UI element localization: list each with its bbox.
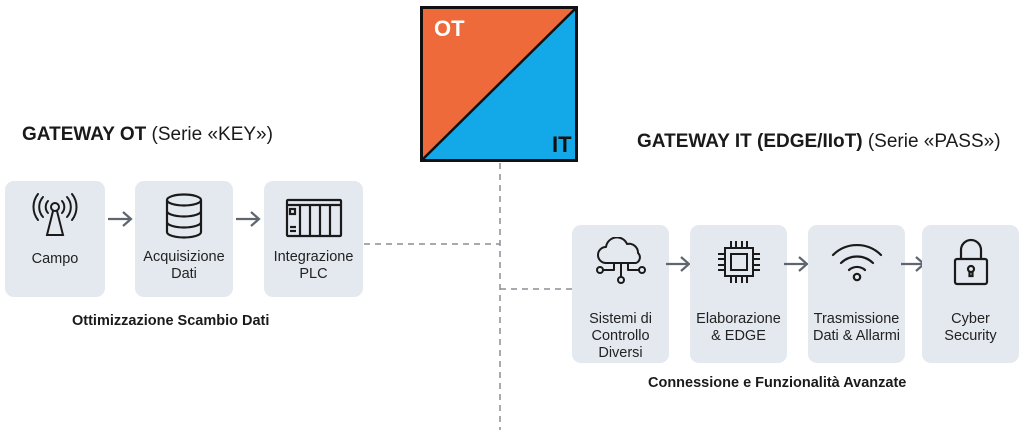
it-step-trasmissione: Trasmissione Dati & Allarmi bbox=[808, 225, 905, 363]
label-line: Dati & Allarmi bbox=[812, 328, 901, 344]
ot-step-acquisizione: Acquisizione Dati bbox=[135, 181, 233, 297]
arrow-right-icon bbox=[235, 210, 261, 228]
step-label: Integrazione PLC bbox=[264, 249, 363, 283]
label-line: PLC bbox=[299, 266, 328, 282]
cloud-network-icon bbox=[594, 237, 648, 285]
ot-label: OT bbox=[434, 16, 465, 41]
step-label: Campo bbox=[31, 251, 79, 267]
wifi-icon bbox=[830, 243, 884, 283]
label-line: Integrazione bbox=[273, 249, 354, 265]
it-label: IT bbox=[552, 132, 572, 157]
label-line: & EDGE bbox=[711, 328, 766, 344]
database-icon bbox=[164, 193, 204, 239]
ot-step-campo: Campo bbox=[5, 181, 105, 297]
gateway-it-name: GATEWAY IT (EDGE/IIoT) bbox=[637, 131, 863, 152]
it-step-sistemi-controllo: Sistemi di Controllo Diversi bbox=[572, 225, 669, 363]
arrow-right-icon bbox=[107, 210, 133, 228]
gateway-ot-title: GATEWAY OT (Serie «KEY») bbox=[22, 124, 273, 146]
ot-step-integrazione-plc: Integrazione PLC bbox=[264, 181, 363, 297]
gateway-it-series: (Serie «PASS») bbox=[867, 131, 1001, 152]
arrow-right-icon bbox=[665, 255, 691, 273]
step-label: Trasmissione Dati & Allarmi bbox=[808, 311, 905, 345]
padlock-icon bbox=[951, 237, 991, 287]
gateway-ot-caption: Ottimizzazione Scambio Dati bbox=[72, 313, 270, 329]
label-line: Controllo bbox=[591, 328, 650, 344]
gateway-it-caption: Connessione e Funzionalità Avanzate bbox=[648, 375, 907, 391]
label-line: Trasmissione bbox=[813, 311, 900, 327]
label-line: Dati bbox=[171, 266, 197, 282]
ot-it-hub: OT IT bbox=[420, 6, 578, 162]
label-line: Diversi bbox=[598, 345, 643, 361]
arrow-right-icon bbox=[783, 255, 809, 273]
cpu-chip-icon bbox=[716, 239, 762, 285]
gateway-ot-name: GATEWAY OT bbox=[22, 124, 147, 145]
label-line: Security bbox=[944, 328, 997, 344]
it-step-cyber-security: Cyber Security bbox=[922, 225, 1019, 363]
gateway-it-title: GATEWAY IT (EDGE/IIoT) (Serie «PASS») bbox=[637, 131, 1001, 153]
radio-tower-icon bbox=[29, 193, 81, 237]
step-label: Cyber Security bbox=[922, 311, 1019, 345]
plc-rack-icon bbox=[285, 198, 343, 238]
step-label: Sistemi di Controllo Diversi bbox=[572, 311, 669, 362]
label-line: Cyber bbox=[951, 311, 990, 327]
step-label: Acquisizione Dati bbox=[135, 249, 233, 283]
label-line: Elaborazione bbox=[696, 311, 781, 327]
gateway-ot-series: (Serie «KEY») bbox=[151, 124, 273, 145]
label-line: Sistemi di bbox=[589, 311, 652, 327]
it-step-elaborazione-edge: Elaborazione & EDGE bbox=[690, 225, 787, 363]
label-line: Acquisizione bbox=[143, 249, 225, 265]
step-label: Elaborazione & EDGE bbox=[690, 311, 787, 345]
